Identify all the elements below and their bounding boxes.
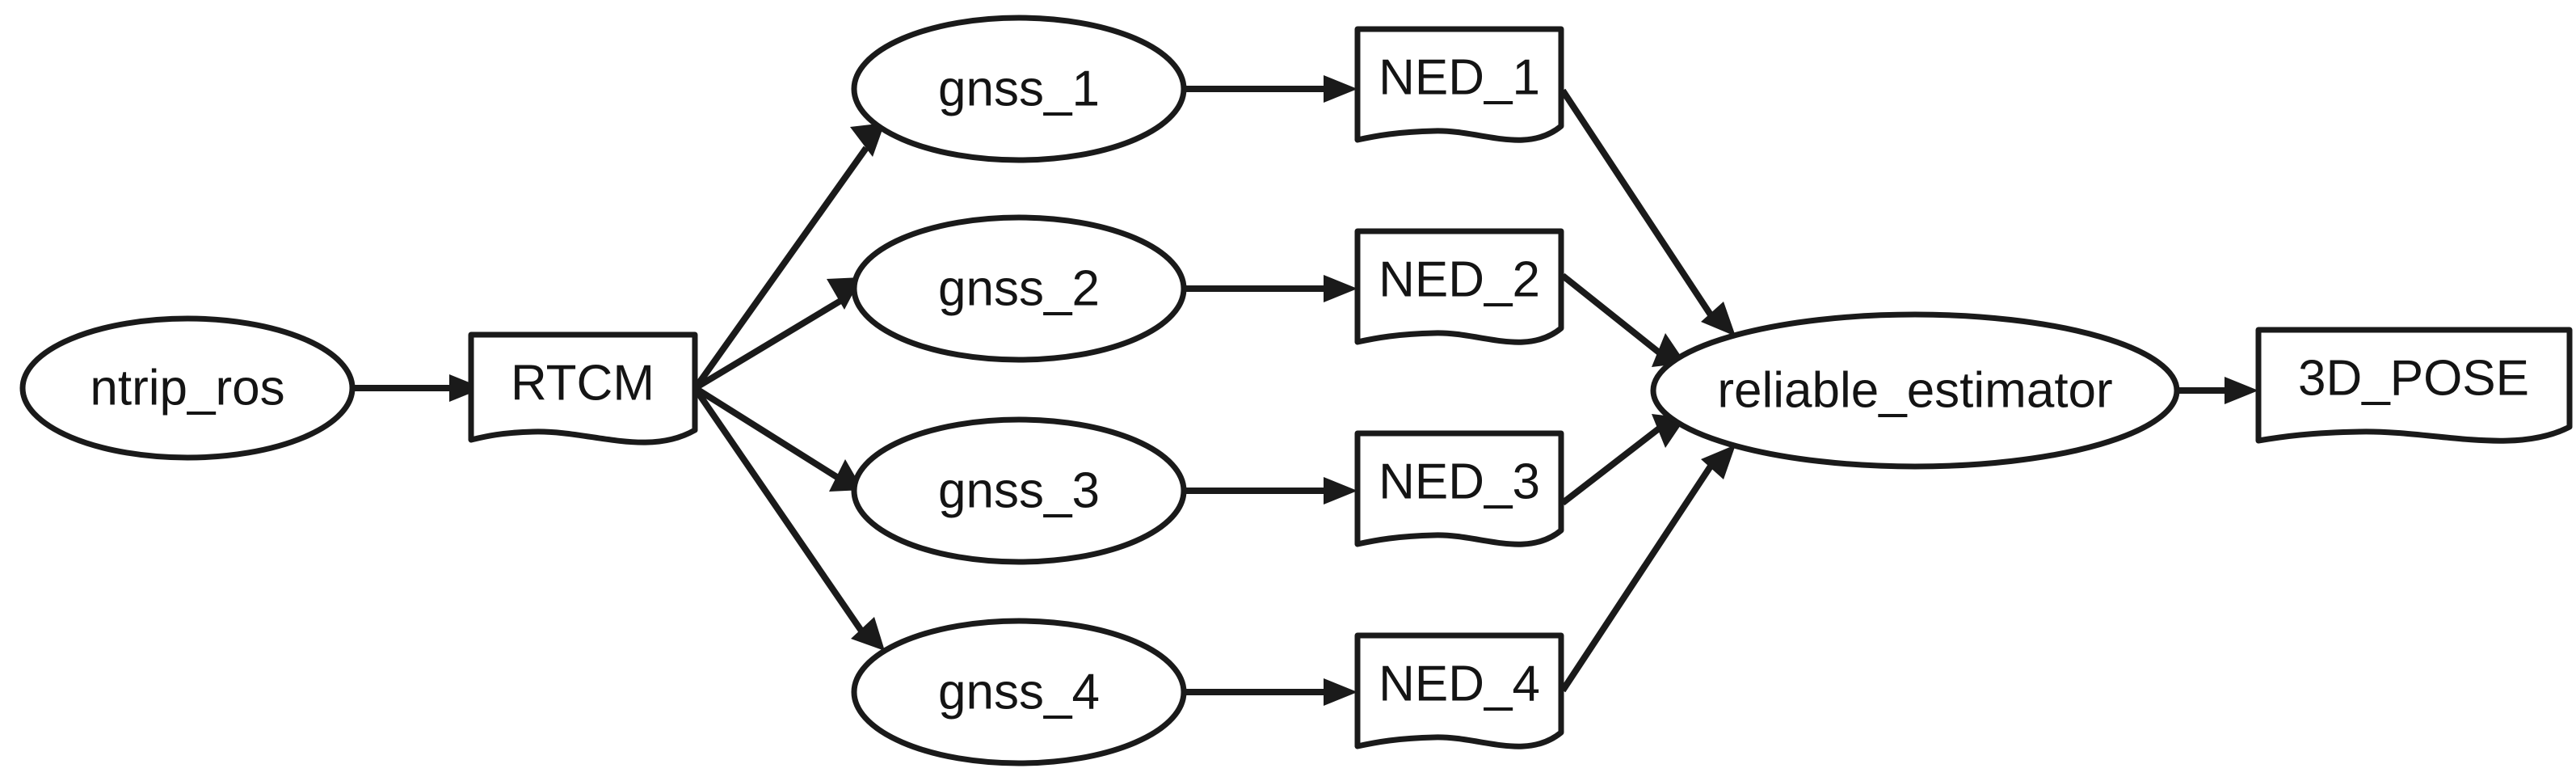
node-ned_3[interactable]: NED_3 [1354, 430, 1564, 547]
node-label-rtcm: RTCM [511, 355, 655, 411]
edge-rtcm-to-gnss_4 [693, 388, 885, 651]
node-ntrip_ros[interactable]: ntrip_ros [19, 315, 356, 461]
node-gnss_3[interactable]: gnss_3 [851, 416, 1187, 565]
edge-ned_2-to-reliable_estimator [1560, 272, 1686, 367]
node-label-ned_3: NED_3 [1378, 454, 1540, 509]
edge-ned_4-to-reliable_estimator [1559, 445, 1736, 693]
edge-gnss_3-to-ned_3 [1185, 477, 1357, 504]
edge-ned_3-to-reliable_estimator [1560, 414, 1686, 506]
node-label-gnss_2: gnss_2 [938, 260, 1100, 316]
node-label-ntrip_ros: ntrip_ros [90, 360, 284, 416]
node-rtcm[interactable]: RTCM [468, 331, 698, 445]
edge-gnss_1-to-ned_1 [1185, 75, 1357, 103]
edge-rtcm-to-gnss_1 [693, 123, 885, 389]
edge-reliable_estimator-to-3d_pose [2178, 377, 2258, 404]
edge-rtcm-to-gnss_2 [694, 277, 861, 390]
edge-ned_1-to-reliable_estimator [1559, 88, 1736, 336]
node-ned_2[interactable]: NED_2 [1354, 228, 1564, 345]
node-label-gnss_1: gnss_1 [938, 61, 1100, 116]
node-label-gnss_3: gnss_3 [938, 462, 1100, 518]
node-gnss_1[interactable]: gnss_1 [851, 15, 1187, 163]
node-label-reliable_estimator: reliable_estimator [1717, 362, 2112, 418]
edge-gnss_2-to-ned_2 [1185, 275, 1357, 302]
node-layer: ntrip_ros RTCM gnss_1 gnss_2 gnss_3 [19, 15, 2573, 766]
edge-gnss_4-to-ned_4 [1185, 678, 1357, 706]
node-label-3d_pose: 3D_POSE [2298, 350, 2529, 406]
edge-layer [353, 75, 2258, 706]
node-gnss_4[interactable]: gnss_4 [851, 618, 1187, 766]
node-ned_4[interactable]: NED_4 [1354, 632, 1564, 749]
edge-ntrip_ros-to-rtcm [353, 374, 483, 402]
node-ned_1[interactable]: NED_1 [1354, 26, 1564, 143]
node-label-gnss_4: gnss_4 [938, 664, 1100, 720]
node-3d_pose[interactable]: 3D_POSE [2255, 327, 2573, 444]
node-reliable_estimator[interactable]: reliable_estimator [1650, 311, 2180, 470]
node-label-ned_4: NED_4 [1378, 656, 1540, 711]
node-label-ned_2: NED_2 [1378, 251, 1540, 307]
node-label-ned_1: NED_1 [1378, 49, 1540, 105]
node-gnss_2[interactable]: gnss_2 [851, 214, 1187, 363]
edge-rtcm-to-gnss_3 [694, 386, 863, 492]
